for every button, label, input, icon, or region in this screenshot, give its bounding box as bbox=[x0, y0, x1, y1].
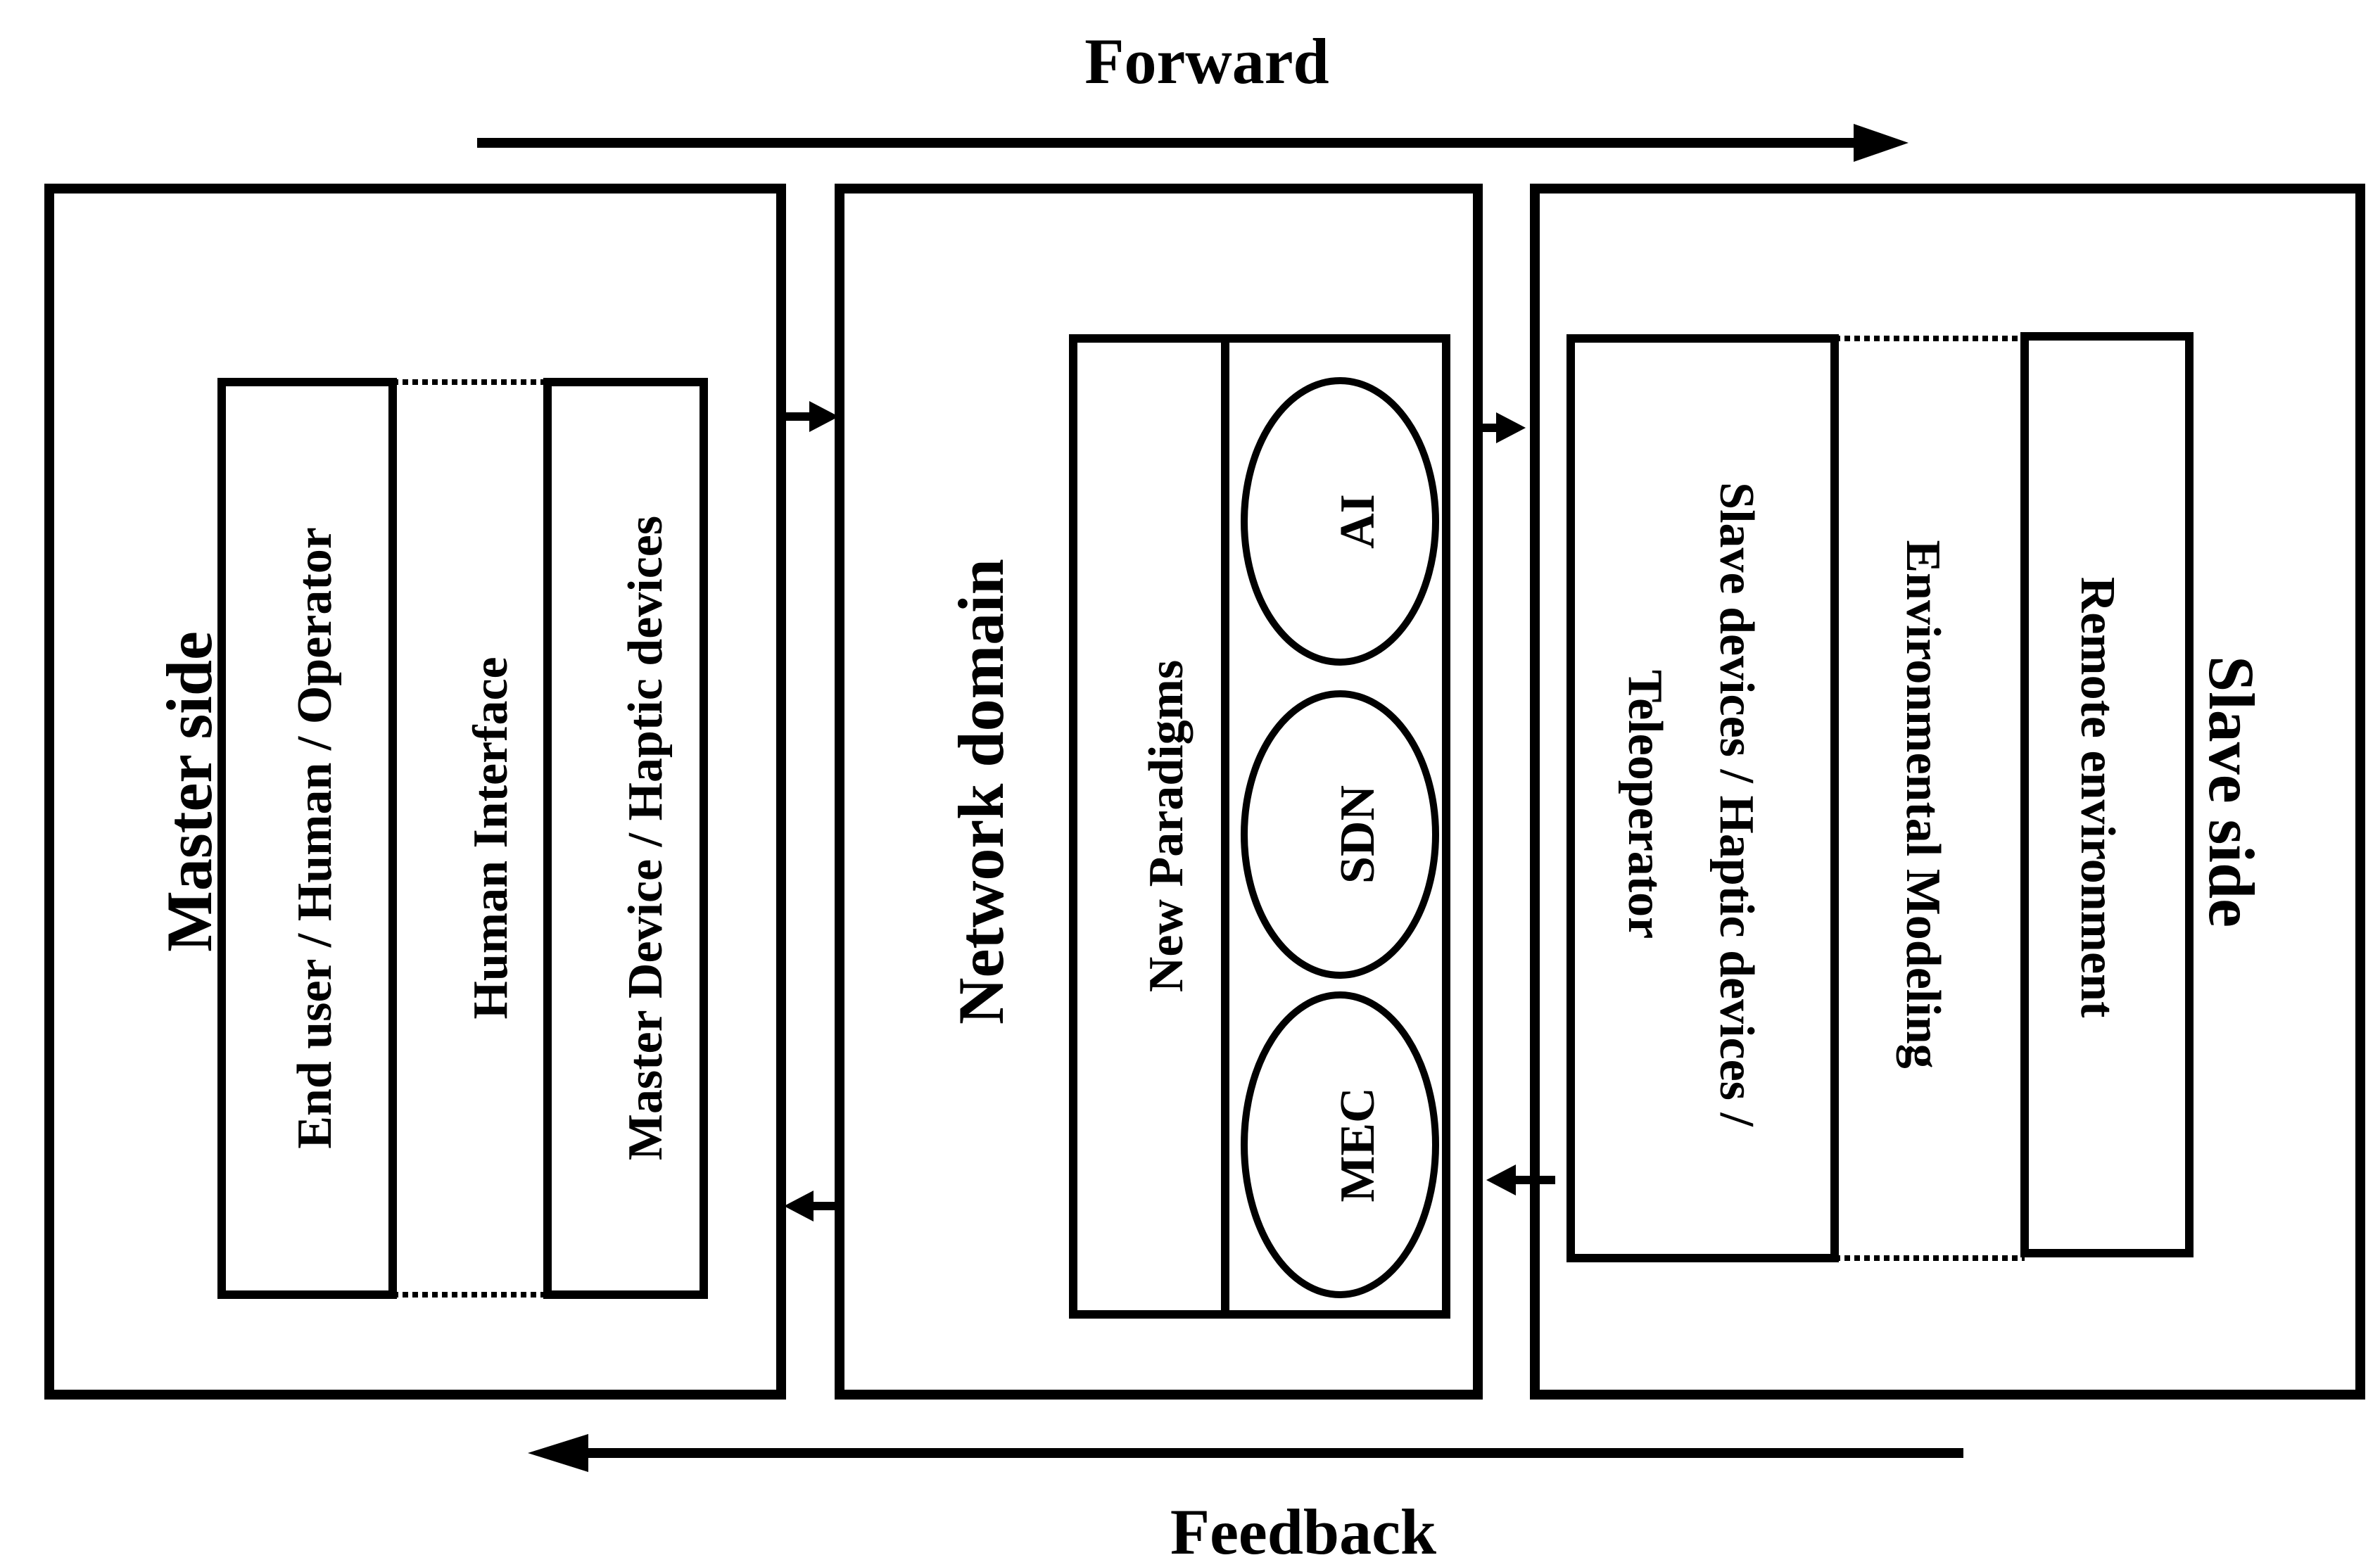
slave-devices-box bbox=[1566, 334, 1839, 1262]
sdn-label: SDN bbox=[1331, 785, 1385, 884]
network-to-slave-arrow bbox=[1480, 412, 1526, 443]
environmental-modeling-label: Environmental Modeling bbox=[1896, 540, 1950, 1068]
forward-arrow bbox=[477, 124, 1909, 162]
slave-devices-label-line2: Teleoperator bbox=[1618, 670, 1672, 939]
remote-environment-label: Remote environment bbox=[2070, 577, 2125, 1018]
network-domain-title: Network domain bbox=[945, 559, 1017, 1024]
master-interface-label: Human Interface bbox=[464, 656, 518, 1019]
paradigms-label: New Paradigms bbox=[1139, 660, 1194, 992]
ai-label: AI bbox=[1331, 494, 1385, 549]
feedback-arrow bbox=[528, 1434, 1963, 1472]
mec-label: MEC bbox=[1331, 1087, 1385, 1202]
master-user-box bbox=[217, 378, 397, 1299]
mec-ellipse bbox=[1241, 991, 1439, 1298]
network-domain-panel: Network domain New Paradigms AI SDN MEC bbox=[835, 184, 1483, 1400]
slave-side-panel: Slave side Slave devices / Haptic device… bbox=[1530, 184, 2365, 1400]
master-user-label: End user / Human / Operator bbox=[288, 527, 342, 1149]
feedback-label: Feedback bbox=[1170, 1496, 1437, 1563]
master-to-network-arrow bbox=[783, 401, 839, 432]
ai-ellipse bbox=[1241, 377, 1439, 666]
network-to-master-arrow bbox=[784, 1191, 836, 1222]
forward-label: Forward bbox=[1084, 25, 1329, 97]
sdn-ellipse bbox=[1241, 690, 1439, 979]
slave-devices-label-line1: Slave devices / Haptic devices / bbox=[1709, 482, 1764, 1127]
master-side-title: Master side bbox=[153, 631, 225, 952]
remote-environment-box bbox=[2020, 332, 2194, 1257]
master-device-box bbox=[543, 378, 708, 1299]
slave-side-title: Slave side bbox=[2196, 656, 2267, 927]
paradigms-box bbox=[1069, 334, 1450, 1319]
master-device-label: Master Device / Haptic devices bbox=[619, 516, 673, 1160]
master-side-panel: Master side End user / Human / Operator … bbox=[44, 184, 786, 1400]
slave-to-network-arrow bbox=[1486, 1165, 1555, 1195]
